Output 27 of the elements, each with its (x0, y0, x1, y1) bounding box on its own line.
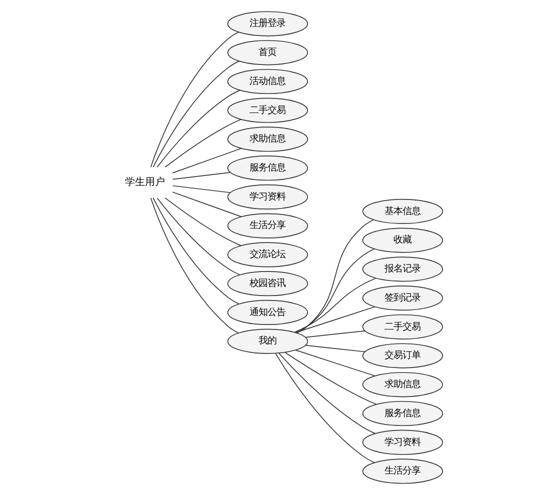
node-ellipse: 生活分享 (362, 458, 443, 484)
connector (304, 344, 365, 352)
node-ellipse: 服务信息 (226, 156, 308, 181)
connector (304, 330, 365, 338)
node-ellipse: 生活分享 (226, 213, 308, 238)
node-ellipse: 学习资料 (362, 430, 443, 455)
connector (172, 185, 230, 194)
node-ellipse: 交流论坛 (226, 242, 308, 268)
node-ellipse: 交易订单 (362, 343, 443, 368)
connector (172, 172, 230, 180)
node-ellipse: 收藏 (362, 228, 443, 253)
node-ellipse: 注册登录 (226, 11, 308, 36)
node-ellipse: 签到记录 (362, 285, 443, 311)
node-ellipse: 求助信息 (226, 126, 308, 152)
node-ellipse: 二手交易 (362, 314, 443, 340)
node-ellipse: 活动信息 (226, 68, 308, 94)
node-ellipse: 我的 (226, 328, 308, 354)
node-ellipse: 首页 (226, 40, 308, 66)
node-ellipse: 报名记录 (362, 256, 443, 282)
node-ellipse: 学习资料 (226, 184, 308, 210)
node-ellipse: 二手交易 (226, 98, 308, 123)
node-ellipse: 服务信息 (362, 400, 443, 426)
node-text: 学生用户 (124, 177, 164, 188)
node-ellipse: 校园咨讯 (226, 271, 308, 296)
node-ellipse: 求助信息 (362, 372, 443, 398)
node-ellipse: 通知公告 (226, 300, 308, 326)
node-ellipse: 基本信息 (362, 198, 443, 224)
